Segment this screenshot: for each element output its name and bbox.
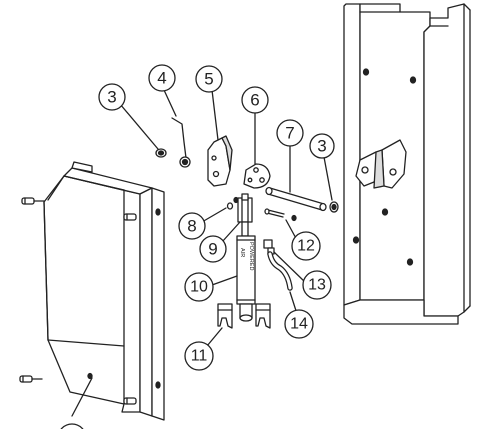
callout-8: 8 — [178, 212, 206, 240]
screw-bottom-left — [19, 375, 43, 383]
svg-text:13: 13 — [308, 277, 326, 294]
svg-text:9: 9 — [208, 240, 217, 259]
svg-text:12: 12 — [297, 238, 315, 255]
callout-4: 4 — [148, 64, 176, 92]
cover-plate — [43, 161, 165, 421]
callout-10: 10 — [184, 272, 214, 302]
air-cylinder-part-10: AIR POWERED — [236, 221, 256, 322]
clip-part-3-right — [329, 201, 339, 213]
svg-text:6: 6 — [250, 91, 259, 110]
hose-part-14 — [267, 251, 293, 291]
latch-part-6 — [243, 163, 271, 189]
callout-6: 6 — [241, 86, 269, 114]
bracket-part-11-left — [217, 303, 233, 329]
leader-lines — [71, 89, 333, 417]
clevis-pin-part-12 — [264, 208, 297, 222]
clip-part-3-left — [155, 148, 167, 158]
svg-text:4: 4 — [157, 69, 166, 88]
callout-3-left: 3 — [98, 83, 126, 111]
clevis-part-9 — [237, 193, 253, 223]
callout-3-right: 3 — [309, 133, 335, 159]
callout-12: 12 — [291, 231, 321, 261]
callout-9: 9 — [199, 235, 227, 263]
callout-13: 13 — [302, 270, 332, 300]
bracket-part-5 — [207, 135, 233, 187]
callout-11: 11 — [184, 341, 214, 371]
svg-text:14: 14 — [290, 316, 308, 333]
callout-7: 7 — [276, 119, 304, 147]
svg-text:5: 5 — [204, 70, 213, 89]
svg-text:10: 10 — [190, 279, 208, 296]
screw-flange-bottom — [123, 397, 137, 405]
svg-text:3: 3 — [107, 88, 116, 107]
callout-5: 5 — [195, 65, 223, 93]
bracket-part-11-right — [255, 303, 271, 329]
screw-top-left — [21, 197, 45, 205]
spring-part-4 — [171, 117, 191, 168]
svg-text:11: 11 — [191, 348, 208, 365]
svg-text:8: 8 — [187, 217, 196, 236]
cylinder-label-air: AIR — [239, 248, 245, 257]
screw-flange-top — [123, 213, 137, 221]
door-post — [343, 3, 471, 325]
pin-part-8 — [226, 196, 239, 210]
callout-14: 14 — [284, 309, 314, 339]
svg-text:3: 3 — [317, 137, 326, 156]
cylinder-label-powered: POWERED — [248, 242, 254, 270]
svg-text:7: 7 — [285, 124, 294, 143]
callout-1: 1 — [57, 423, 87, 434]
pin-part-7 — [265, 186, 327, 212]
